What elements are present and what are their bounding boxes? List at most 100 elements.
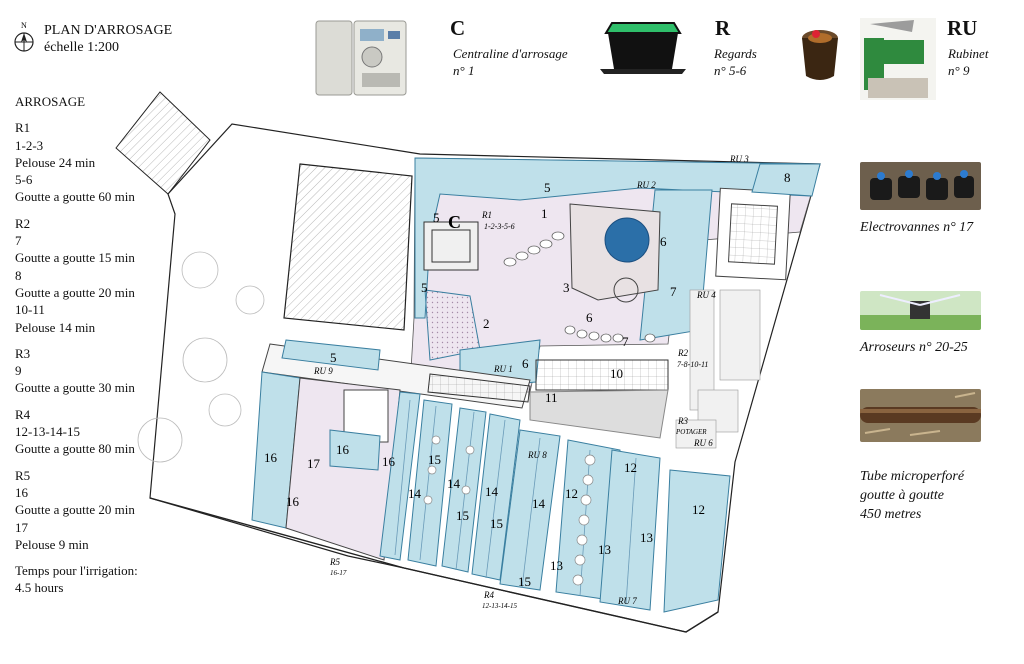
r2-zones: 7-8-10-11 [677, 360, 708, 369]
legend-line: 9 [15, 363, 22, 379]
zone-3-label: 3 [563, 280, 570, 295]
ru8-label: RU 8 [527, 450, 547, 460]
zone-16-label-b: 16 [336, 442, 350, 457]
zone-15-label-a: 15 [428, 452, 441, 467]
legend-zone-r3: R3 [15, 345, 31, 361]
zone-13-label-b: 13 [550, 558, 563, 573]
controller-code: C [450, 16, 466, 40]
zone-6-label-c: 6 [522, 356, 529, 371]
legend-line: 8 [15, 267, 22, 283]
faucet-caption-count: n° 9 [948, 63, 970, 78]
faucet-code: RU [947, 16, 978, 40]
valve-box-icon [600, 22, 686, 74]
zone-11-area [529, 389, 669, 439]
drip-tube-line-2: goutte à goutte [860, 488, 944, 503]
zone-2-label: 2 [483, 316, 490, 331]
stepping-stones [503, 231, 656, 343]
zone-8 [751, 163, 821, 197]
legend-line: Goutte a goutte 15 min [15, 250, 135, 266]
zone-13-label-c: 13 [640, 530, 653, 545]
controller-caption-name: Centraline d'arrosage [453, 46, 568, 61]
zone-12-label-c: 12 [692, 502, 705, 517]
valve-box-code: R [715, 16, 731, 40]
neighbor-plot [115, 91, 211, 195]
legend-line: Goutte a goutte 80 min [15, 441, 135, 457]
r5-zones: 16-17 [330, 569, 347, 577]
ru2-label: RU 2 [636, 180, 656, 190]
drip-tube-photo-icon [860, 389, 981, 442]
legend-heading: ARROSAGE [15, 94, 86, 109]
ru1-label: RU 1 [493, 364, 513, 374]
r4-label: R4 [483, 590, 494, 600]
r2-label: R2 [677, 348, 688, 358]
zone-12-label-b: 12 [565, 486, 578, 501]
drip-tube-caption: Tube microperforé goutte à goutte 450 me… [860, 467, 1020, 524]
faucet-icon [860, 18, 936, 100]
zone-14-label-c: 14 [485, 484, 499, 499]
r3-label: R3 [677, 416, 688, 426]
legend-line: 12-13-14-15 [15, 424, 80, 440]
drip-tube-line-1: Tube microperforé [860, 469, 965, 484]
zone-12-label-a: 12 [624, 460, 637, 475]
electrovalves-caption: Electrovannes n° 17 [860, 220, 974, 235]
terrace [535, 359, 669, 391]
zone-6-label-a: 6 [660, 234, 667, 249]
zone-15-label-b: 15 [456, 508, 469, 523]
valve-box-caption: Regards n° 5-6 [714, 45, 757, 79]
zone-5-label-b: 5 [421, 280, 428, 295]
zone-7-label-a: 7 [670, 284, 677, 299]
zone-7-label-b: 7 [622, 334, 629, 349]
zone-14-label-b: 14 [447, 476, 461, 491]
zone-5-label-top: 5 [544, 180, 551, 195]
zone-5-label-a: 5 [433, 210, 440, 225]
valve-box-caption-count: n° 5-6 [714, 63, 747, 78]
legend-line: 10-11 [15, 302, 45, 318]
zone-16-small [329, 429, 381, 471]
zone-1-label: 1 [541, 206, 548, 221]
legend-zone-r2: R2 [15, 215, 31, 231]
zone-6-label-b: 6 [586, 310, 593, 325]
table [613, 277, 639, 303]
zone-5-label-c: 5 [330, 350, 337, 365]
legend-line: 17 [15, 519, 28, 535]
legend-line: Pelouse 24 min [15, 154, 96, 170]
r1-label: R1 [481, 210, 492, 220]
zone-16-label-d: 16 [286, 494, 300, 509]
page-title: PLAN D'ARROSAGE [44, 23, 173, 38]
legend-line: 1-2-3 [15, 137, 44, 153]
zone-11-label: 11 [545, 390, 558, 405]
r5-label: R5 [329, 557, 340, 567]
controller-caption-count: n° 1 [453, 63, 475, 78]
steps [427, 373, 531, 403]
r1-zones: 1-2-3-5-6 [484, 222, 515, 231]
plant-circles [423, 435, 596, 586]
zone-10-label: 10 [610, 366, 623, 381]
ru7-label: RU 7 [617, 596, 637, 606]
zone-15-label-c: 15 [490, 516, 503, 531]
legend-line: 16 [15, 484, 28, 500]
pool [604, 217, 650, 263]
north-arrow-icon: N [14, 21, 34, 52]
ru4-label: RU 4 [696, 290, 716, 300]
zone-13-label-a: 13 [598, 542, 611, 557]
scale-label: échelle 1:200 [44, 40, 120, 55]
zone-8-label: 8 [784, 170, 791, 185]
legend-zone-r1: R1 [15, 120, 31, 136]
zone-14-label-d: 14 [532, 496, 546, 511]
total-time-label: Temps pour l'irrigation: [15, 563, 138, 579]
ru3-label: RU 3 [729, 154, 749, 164]
compass-label: N [21, 21, 27, 30]
electrovalves-photo-icon [860, 162, 981, 210]
r3-sub: POTAGER [675, 428, 707, 436]
r4-zones: 12-13-14-15 [482, 602, 517, 610]
faucet-caption: Rubinet n° 9 [948, 45, 988, 79]
zone-16-label-a: 16 [264, 450, 278, 465]
legend-line: Goutte a goutte 60 min [15, 189, 135, 205]
ru6-label: RU 6 [693, 438, 713, 448]
faucet-labels: RU 1 RU 2 RU 3 RU 4 RU 6 RU 7 RU 8 RU 9 [313, 154, 749, 606]
faucet-well-icon [802, 30, 838, 80]
legend-line: Goutte a goutte 20 min [15, 284, 135, 300]
controller-caption: Centraline d'arrosage n° 1 [453, 45, 568, 79]
legend-line: Pelouse 14 min [15, 319, 96, 335]
legend-line: 7 [15, 233, 22, 249]
